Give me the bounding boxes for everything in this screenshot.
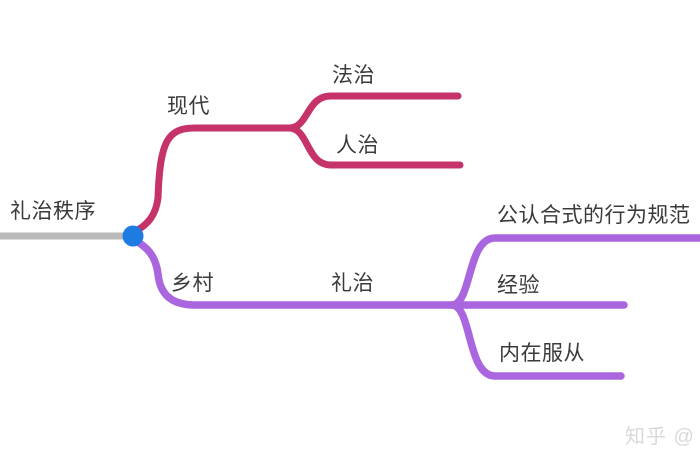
node-accepted-norms-label: 公认合式的行为规范 — [497, 204, 691, 227]
node-rule-of-rites-label: 礼治 — [331, 272, 374, 295]
node-experience-label: 经验 — [497, 274, 540, 297]
node-rule-of-law-label: 法治 — [332, 64, 375, 87]
branch-rural-child-norms-line — [448, 234, 700, 309]
branch-modern-trunk-line — [128, 124, 296, 237]
node-root-label: 礼治秩序 — [10, 200, 96, 223]
center-junction-dot — [122, 225, 144, 247]
node-modern-label: 现代 — [167, 95, 210, 118]
node-rule-of-man-label: 人治 — [336, 134, 379, 157]
branch-rural-trunk-line — [128, 235, 459, 309]
zhihu-watermark: 知乎 @ — [625, 426, 695, 448]
branch-rural-child-obedience-line — [448, 301, 625, 380]
branch-modern-child-rule-of-law-line — [285, 92, 462, 132]
node-rural-label: 乡村 — [171, 272, 214, 295]
branch-modern-child-rule-of-man-line — [285, 124, 464, 169]
node-inner-obedience-label: 内在服从 — [499, 342, 585, 365]
